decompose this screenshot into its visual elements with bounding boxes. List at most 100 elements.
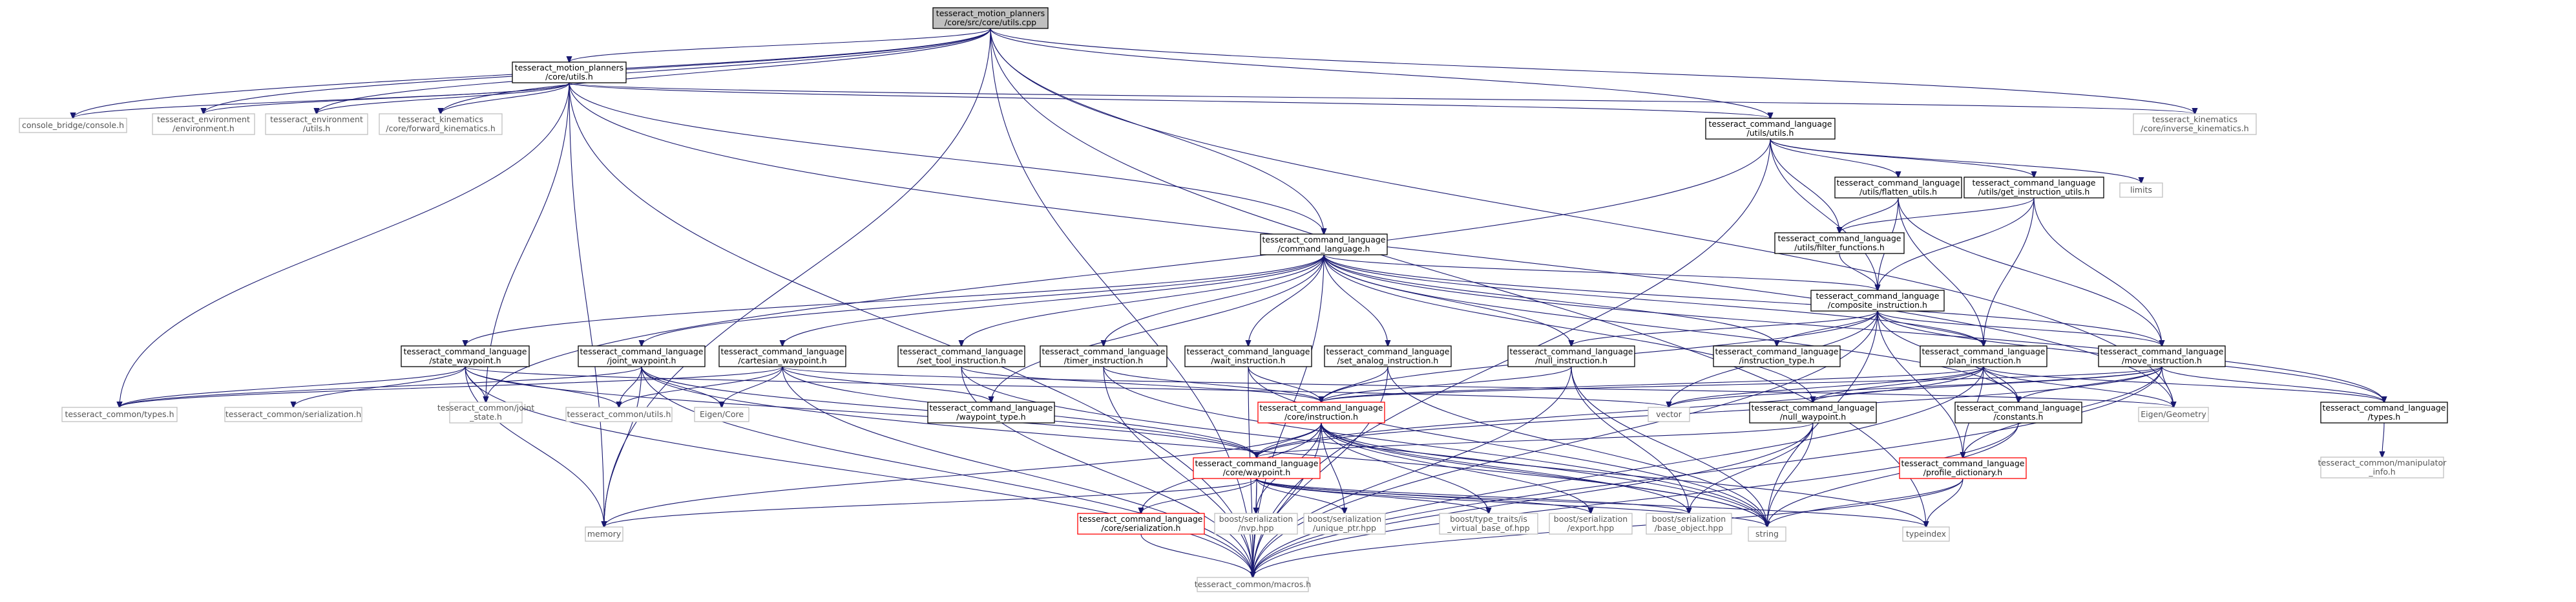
node-cl-utils[interactable]: tesseract_command_language/utils/utils.h [1705,118,1836,140]
edge-get_instr_utils-to-move_instruction [2033,197,2162,346]
edge-command_language-to-set_analog_instruction [1323,254,1388,346]
edge-core_instruction-to-typeindex [1321,422,1926,527]
node-label-line: tesseract_common/manipulator [2318,458,2447,468]
edge-command_language-to-wait_instruction [1248,254,1325,346]
node-root[interactable]: tesseract_motion_planners/core/src/core/… [932,7,1049,29]
edge-composite_instruction-to-move_instruction [1877,310,2162,346]
node-composite-instruction[interactable]: tesseract_command_language/composite_ins… [1810,290,1945,312]
node-boost-nvp: boost/serialization/nvp.hpp [1214,513,1298,535]
node-get-instr-utils[interactable]: tesseract_command_language/utils/get_ins… [1963,177,2104,199]
node-box [1749,402,1877,424]
node-kin-inv: tesseract_kinematics/core/inverse_kinema… [2133,113,2257,135]
node-label-line: /plan_instruction.h [1946,356,2021,365]
node-label-line: tesseract_command_language [1326,347,1450,356]
node-console-bridge: console_bridge/console.h [19,118,127,133]
node-box [1774,232,1905,254]
node-timer-instruction[interactable]: tesseract_command_language/timer_instruc… [1040,345,1168,367]
node-limits: limits [2119,182,2163,198]
edge-cl_utils-to-composite_instruction [1770,138,1878,290]
edge-timer_instruction-to-core_instruction [1103,366,1321,402]
node-box [1324,345,1452,367]
node-label-line: /utils/utils.h [1747,128,1794,138]
node-cartesian-waypoint[interactable]: tesseract_command_language/cartesian_way… [718,345,846,367]
node-core-serialization[interactable]: tesseract_command_language/core/serializ… [1077,513,1205,535]
node-null-instruction[interactable]: tesseract_command_language/null_instruct… [1507,345,1635,367]
node-label-line: tesseract_command_language [1715,347,1839,356]
edge-wait_instruction-to-string [1248,366,1767,527]
node-label-line: tesseract_command_language [1262,235,1386,244]
node-box [1077,513,1205,535]
node-label-line: tesseract_environment [157,114,250,124]
edge-root-to-command_language [990,28,1324,234]
edge-command_language-to-waypoint_type [991,254,1325,402]
node-joint-state: tesseract_common/joint_state.h [437,402,534,424]
edge-core_instruction-to-string [1321,422,1767,527]
node-box [932,7,1049,29]
node-label-line: tesseract_kinematics [2152,114,2237,124]
node-flatten-utils[interactable]: tesseract_command_language/utils/flatten… [1834,177,1962,199]
node-plan-instruction[interactable]: tesseract_command_language/plan_instruct… [1920,345,2047,367]
node-label-line: tesseract_command_language [1816,291,1940,301]
edge-cartesian_waypoint-to-eigen_geometry [782,366,2173,407]
edge-cartesian_waypoint-to-macros [782,366,1253,577]
node-label-line: tesseract_command_language [1195,458,1319,468]
edge-root-to-kin_inv [990,28,2195,114]
node-box [61,407,178,422]
node-box [897,345,1025,367]
node-wait-instruction[interactable]: tesseract_command_language/wait_instruct… [1184,345,1312,367]
node-label-line: /null_waypoint.h [1780,412,1846,422]
node-command-language[interactable]: tesseract_command_language/command_langu… [1260,233,1388,255]
edge-core_utils-to-macros [569,82,1253,577]
edge-composite_instruction-to-plan_instruction [1877,310,1984,346]
edge-move_instruction-to-constants [2018,366,2162,402]
node-profile-dictionary[interactable]: tesseract_command_language/profile_dicti… [1899,457,2027,479]
node-label-line: tesseract_kinematics [398,114,483,124]
node-label-line: tesseract_command_language [2100,347,2224,356]
node-box [2119,182,2163,198]
node-label-line: /cartesian_waypoint.h [738,356,826,365]
node-cl-types[interactable]: tesseract_command_language/types.h [2320,402,2448,424]
edge-command_language-to-composite_instruction [1323,254,1878,290]
edge-joint_waypoint-to-macros [641,366,1253,577]
node-label-line: tesseract_command_language [930,403,1053,413]
node-set-analog-instruction[interactable]: tesseract_command_language/set_analog_in… [1324,345,1452,367]
node-label-line: tesseract_common/serialization.h [225,409,361,419]
edge-state_waypoint-to-core_waypoint [465,366,1257,458]
node-common-types: tesseract_common/types.h [61,407,178,422]
node-core-instruction[interactable]: tesseract_command_language/core/instruct… [1257,402,1385,424]
node-set-tool-instruction[interactable]: tesseract_command_language/set_tool_inst… [897,345,1025,367]
edge-command_language-to-plan_instruction [1323,254,1984,346]
node-label-line: _info.h [2368,467,2395,477]
edge-core_instruction-to-macros [1253,422,1322,577]
node-label-line: /waypoint_type.h [956,412,1025,422]
node-joint-waypoint[interactable]: tesseract_command_language/joint_waypoin… [578,345,706,367]
node-label-line: tesseract_common/macros.h [1195,579,1311,589]
edge-cl_utils-to-limits [1770,138,2141,183]
node-waypoint-type[interactable]: tesseract_command_language/waypoint_type… [927,402,1055,424]
edge-plan_instruction-to-cl_types [1983,366,2384,402]
node-box [2133,113,2257,135]
node-core-utils[interactable]: tesseract_motion_planners/core/utils.h [512,61,627,83]
node-label-line: boost/serialization [1308,514,1381,524]
edge-root-to-eigen_geometry [990,28,2173,407]
node-label-line: tesseract_command_language [1510,347,1633,356]
node-move-instruction[interactable]: tesseract_command_language/move_instruct… [2098,345,2226,367]
node-label-line: /command_language.h [1278,244,1370,253]
node-box [1040,345,1168,367]
edge-core_waypoint-to-boost_type_traits [1256,478,1489,513]
edge-core_utils-to-memory [569,82,604,527]
node-label-line: Eigen/Geometry [2141,409,2206,419]
node-constants[interactable]: tesseract_command_language/constants.h [1954,402,2082,424]
node-core-waypoint[interactable]: tesseract_command_language/core/waypoint… [1193,457,1321,479]
edge-cl_utils-to-filter_functions [1770,138,1839,233]
node-label-line: boost/serialization [1554,514,1628,524]
node-instruction-type[interactable]: tesseract_command_language/instruction_t… [1713,345,1841,367]
node-box [927,402,1055,424]
node-kin-fwd: tesseract_kinematics/core/forward_kinema… [379,113,503,135]
node-null-waypoint[interactable]: tesseract_command_language/null_waypoint… [1749,402,1877,424]
node-state-waypoint[interactable]: tesseract_command_language/state_waypoin… [401,345,530,367]
node-filter-functions[interactable]: tesseract_command_language/utils/filter_… [1774,232,1905,254]
node-box [1507,345,1635,367]
edge-joint_waypoint-to-eigen_core [641,366,722,407]
